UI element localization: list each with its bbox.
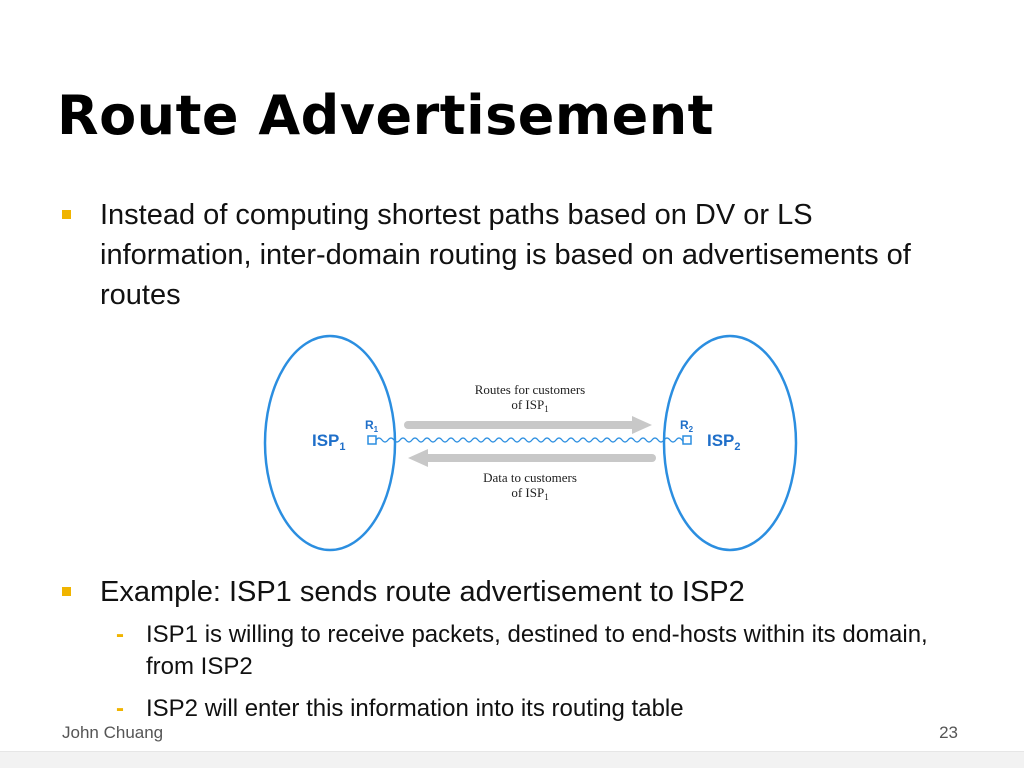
data-arrow-left	[408, 449, 656, 467]
bullet-2: Example: ISP1 sends route advertisement …	[62, 572, 962, 612]
routes-caption-line2: of ISP1	[511, 397, 548, 414]
bullet-marker	[62, 587, 71, 596]
isp1-label: ISP1	[312, 431, 346, 453]
sub-bullet-2: - ISP2 will enter this information into …	[116, 693, 946, 725]
slide-title: Route Advertisement	[57, 84, 714, 147]
bullet-1-text: Instead of computing shortest paths base…	[100, 199, 911, 311]
footer-author: John Chuang	[62, 723, 164, 742]
sub-bullet-2-text: ISP2 will enter this information into it…	[146, 695, 684, 722]
sub-bullet-marker: -	[116, 621, 124, 648]
sub-bullet-1: - ISP1 is willing to receive packets, de…	[116, 619, 946, 683]
footer-bar	[0, 751, 1024, 768]
isp2-domain-ellipse	[662, 334, 798, 552]
data-caption-line1: Data to customers	[483, 470, 577, 485]
routes-arrow-right	[404, 416, 652, 434]
isp2-label: ISP2	[707, 431, 741, 453]
route-advertisement-diagram: ISP1 ISP2 R1 R2 Routes for customers of …	[263, 334, 798, 552]
isp1-domain-ellipse	[263, 334, 397, 552]
router-r1-label: R1	[365, 418, 379, 434]
footer-page-number: 23	[939, 723, 958, 742]
router-r2	[682, 435, 692, 445]
sub-bullet-1-text: ISP1 is willing to receive packets, dest…	[146, 621, 928, 680]
bullet-marker	[62, 210, 71, 219]
router-r1	[367, 435, 377, 445]
routes-caption-line1: Routes for customers	[475, 382, 585, 397]
router-r2-label: R2	[680, 418, 694, 434]
sub-bullet-marker: -	[116, 695, 124, 722]
bullet-2-text: Example: ISP1 sends route advertisement …	[100, 576, 745, 608]
data-caption-line2: of ISP1	[511, 485, 548, 502]
inter-domain-link	[375, 437, 685, 443]
bullet-1: Instead of computing shortest paths base…	[62, 195, 962, 315]
